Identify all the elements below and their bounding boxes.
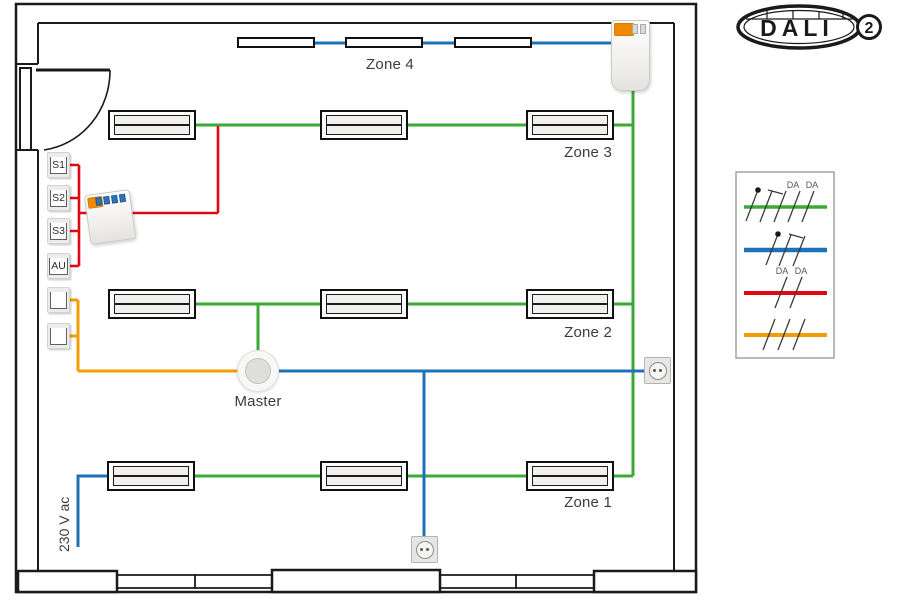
lamp-tube bbox=[326, 476, 402, 486]
luminaire bbox=[526, 461, 614, 491]
wire-blue-mains bbox=[76, 41, 644, 547]
master-label: Master bbox=[234, 393, 282, 410]
n-bar bbox=[767, 189, 784, 195]
mains-voltage-label: 230 V ac bbox=[56, 496, 72, 552]
switch-s1: S1 bbox=[47, 152, 70, 178]
lamp-tube bbox=[114, 125, 190, 135]
da-label: DA bbox=[787, 180, 800, 190]
socket-icon bbox=[415, 540, 434, 559]
strip-luminaire bbox=[237, 37, 315, 48]
switch-s2: S2 bbox=[47, 185, 70, 211]
legend-box bbox=[735, 171, 835, 359]
luminaire bbox=[320, 461, 408, 491]
n-bar bbox=[788, 233, 804, 239]
zone4-label: Zone 4 bbox=[366, 56, 414, 73]
window-lines bbox=[117, 574, 594, 589]
logo-brand-text: DALI bbox=[760, 15, 834, 41]
lamp-tube bbox=[113, 466, 189, 476]
power-outlet bbox=[411, 536, 438, 563]
lamp-tube bbox=[114, 294, 190, 304]
legend-conductor-marks bbox=[745, 187, 815, 351]
luminaire bbox=[108, 110, 196, 140]
lamp-tube bbox=[532, 476, 608, 486]
wall-switch bbox=[47, 323, 70, 349]
lamp-tube bbox=[532, 304, 608, 314]
luminaire bbox=[320, 289, 408, 319]
switch-au: AU bbox=[47, 253, 70, 279]
terminal-block-gray bbox=[632, 24, 646, 34]
switch-label: S2 bbox=[50, 189, 67, 207]
luminaire bbox=[107, 461, 195, 491]
pe-dot bbox=[755, 187, 761, 193]
master-controller bbox=[237, 350, 279, 392]
dali-power-supply bbox=[611, 20, 650, 91]
lamp-tube bbox=[114, 115, 190, 125]
master-sensor-lens bbox=[245, 358, 271, 384]
lamp-tube bbox=[532, 125, 608, 135]
lamp-tube bbox=[326, 115, 402, 125]
zone3-label: Zone 3 bbox=[564, 144, 612, 161]
lamp-tube bbox=[532, 294, 608, 304]
logo-version-text: 2 bbox=[865, 20, 874, 37]
zone2-label: Zone 2 bbox=[564, 324, 612, 341]
switch-label: S1 bbox=[50, 156, 67, 174]
pe-dot bbox=[775, 231, 781, 237]
socket-icon bbox=[648, 361, 667, 380]
lamp-tube bbox=[532, 115, 608, 125]
switch-s3: S3 bbox=[47, 218, 70, 244]
dali-input-module bbox=[83, 189, 137, 245]
da-label: DA bbox=[776, 266, 789, 276]
wire-orange-switch bbox=[70, 298, 238, 373]
strip-luminaire bbox=[345, 37, 423, 48]
lamp-tube bbox=[326, 125, 402, 135]
switch-label: AU bbox=[49, 257, 68, 275]
zone1-label: Zone 1 bbox=[564, 494, 612, 511]
door bbox=[19, 67, 111, 151]
luminaire bbox=[526, 110, 614, 140]
lamp-tube bbox=[113, 476, 189, 486]
door-swing-arc bbox=[43, 69, 111, 151]
switch-label: S3 bbox=[50, 222, 67, 240]
da-label: DA bbox=[806, 180, 819, 190]
lamp-tube bbox=[114, 304, 190, 314]
wire-green-dali-mains bbox=[195, 89, 635, 478]
terminal-block-orange bbox=[614, 23, 634, 36]
switch-rocker bbox=[50, 291, 67, 309]
switch-rocker bbox=[50, 327, 67, 345]
luminaire bbox=[320, 110, 408, 140]
wall-switch bbox=[47, 287, 70, 313]
luminaire bbox=[108, 289, 196, 319]
luminaire bbox=[526, 289, 614, 319]
door-jamb bbox=[19, 67, 32, 151]
strip-luminaire bbox=[454, 37, 532, 48]
lamp-tube bbox=[326, 294, 402, 304]
power-outlet bbox=[644, 357, 671, 384]
legend: DA DA DA DA bbox=[735, 171, 835, 359]
legend-da-labels: DA DA DA DA bbox=[776, 180, 819, 276]
lamp-tube bbox=[326, 466, 402, 476]
lamp-tube bbox=[532, 466, 608, 476]
room-walls bbox=[14, 2, 698, 594]
dali2-logo: DALI 2 bbox=[736, 4, 882, 50]
da-label: DA bbox=[795, 266, 808, 276]
lamp-tube bbox=[326, 304, 402, 314]
